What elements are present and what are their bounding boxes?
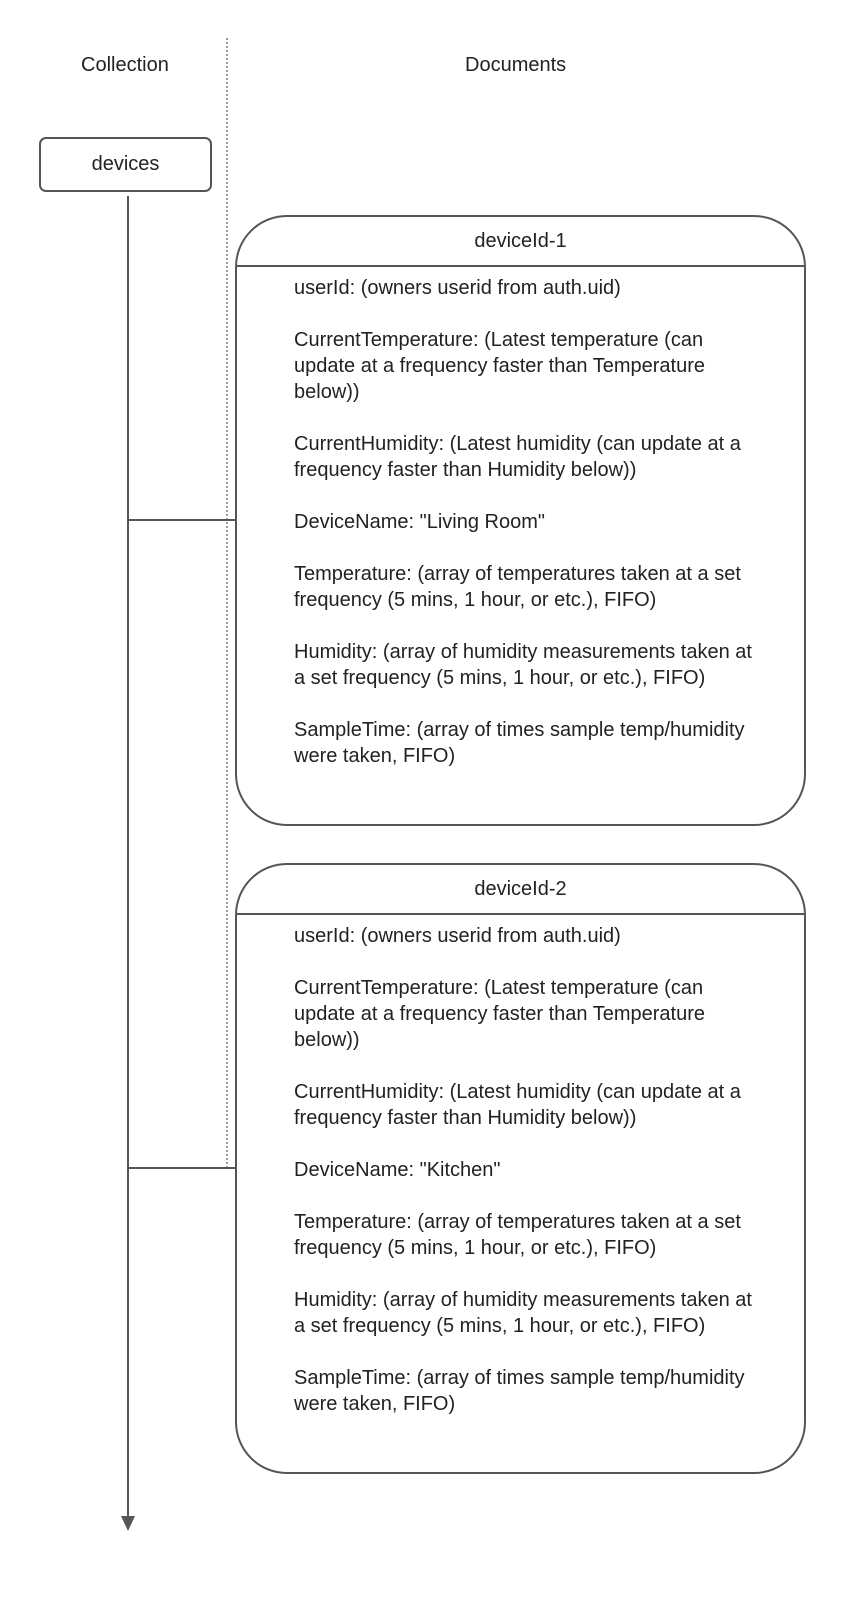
- field-temperature: Temperature: (array of temperatures take…: [294, 563, 741, 611]
- branch-connector-doc-2: [128, 1167, 236, 1169]
- field-current-humidity: CurrentHumidity: (Latest humidity (can u…: [294, 1081, 741, 1129]
- document-title: deviceId-1: [237, 217, 804, 267]
- field-current-temperature: CurrentTemperature: (Latest temperature …: [294, 329, 706, 403]
- collection-column-header: Collection: [81, 54, 169, 76]
- connector-arrowhead: [121, 1516, 135, 1531]
- collection-node-devices[interactable]: devices: [39, 137, 212, 192]
- field-userid: userId: (owners userid from auth.uid): [294, 277, 621, 299]
- field-sample-time: SampleTime: (array of times sample temp/…: [294, 1367, 745, 1415]
- field-current-temperature: CurrentTemperature: (Latest temperature …: [294, 977, 706, 1051]
- branch-connector-doc-1: [128, 519, 236, 521]
- field-humidity: Humidity: (array of humidity measurement…: [294, 1289, 752, 1337]
- field-device-name: DeviceName: "Kitchen": [294, 1159, 501, 1181]
- collection-name: devices: [91, 153, 160, 175]
- document-fields: userId: (owners userid from auth.uid) Cu…: [237, 915, 804, 1417]
- field-current-humidity: CurrentHumidity: (Latest humidity (can u…: [294, 433, 741, 481]
- field-device-name: DeviceName: "Living Room": [294, 511, 545, 533]
- field-humidity: Humidity: (array of humidity measurement…: [294, 641, 752, 689]
- field-temperature: Temperature: (array of temperatures take…: [294, 1211, 741, 1259]
- collection-connector-line: [127, 196, 129, 1521]
- column-divider: [226, 38, 228, 1168]
- field-sample-time: SampleTime: (array of times sample temp/…: [294, 719, 745, 767]
- field-userid: userId: (owners userid from auth.uid): [294, 925, 621, 947]
- document-fields: userId: (owners userid from auth.uid) Cu…: [237, 267, 804, 769]
- document-node-2[interactable]: deviceId-2 userId: (owners userid from a…: [235, 863, 806, 1474]
- documents-column-header: Documents: [465, 54, 567, 76]
- document-node-1[interactable]: deviceId-1 userId: (owners userid from a…: [235, 215, 806, 826]
- document-title: deviceId-2: [237, 865, 804, 915]
